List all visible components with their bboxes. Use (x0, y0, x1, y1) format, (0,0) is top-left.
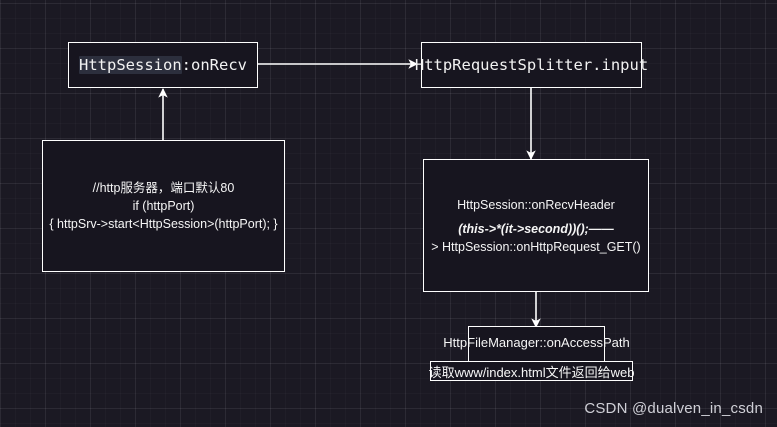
node-http-session-on-recv[interactable]: HttpSession:onRecv (68, 42, 258, 88)
on-recv-header-get-line: > HttpSession::onHttpRequest_GET() (431, 239, 641, 254)
node-http-session-on-recv-header[interactable]: HttpSession::onRecvHeader (this->*(it->s… (423, 159, 649, 292)
server-note-line-1: //http服务器，端口默认80 (92, 181, 235, 195)
csdn-watermark: CSDN @dualven_in_csdn (584, 400, 763, 417)
on-recv-header-call-line: (this->*(it->second))();—— (458, 221, 614, 236)
on-recv-header-title: HttpSession::onRecvHeader (457, 197, 615, 212)
node-file-manager-note[interactable]: 读取www/index.html文件返回给web (429, 361, 634, 381)
node-file-manager-label: HttpFileManager::onAccessPath (443, 335, 630, 350)
node-splitter-label: HttpRequestSplitter.input (414, 56, 649, 74)
node-http-request-splitter-input[interactable]: HttpRequestSplitter.input (415, 42, 648, 88)
node-on-recv-label-rest: :onRecv (181, 56, 247, 74)
server-note-line-3: { httpSrv->start<HttpSession>(httpPort);… (49, 217, 278, 231)
node-http-server-note[interactable]: //http服务器，端口默认80 if (httpPort) { httpSrv… (42, 140, 285, 272)
node-on-recv-label-highlight: HttpSession (79, 56, 182, 74)
node-on-recv-label: HttpSession:onRecv (79, 56, 247, 74)
server-note-line-2: if (httpPort) (132, 199, 195, 213)
